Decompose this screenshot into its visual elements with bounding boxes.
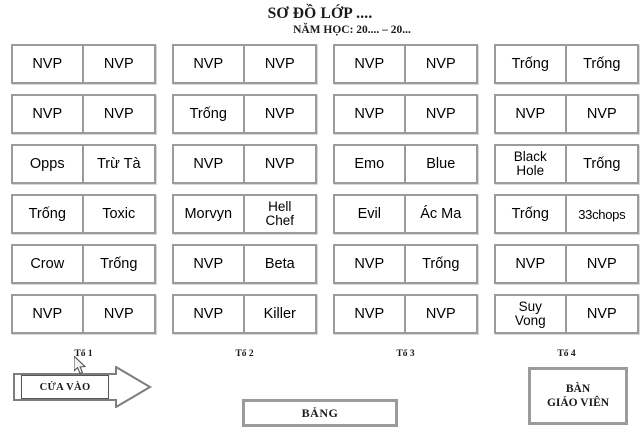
school-year-label: NĂM HỌC: 20.... – 20... xyxy=(293,24,411,36)
seat[interactable]: Ác Ma xyxy=(405,196,476,232)
blackboard: BẢNG xyxy=(242,399,398,427)
seat[interactable]: NVP xyxy=(335,296,406,332)
entrance-arrow: CỬA VÀO xyxy=(12,366,152,408)
seat[interactable]: NVP xyxy=(83,46,154,82)
seat[interactable]: NVP xyxy=(13,96,84,132)
seat[interactable]: Trống xyxy=(566,146,637,182)
seat[interactable]: NVP xyxy=(174,246,245,282)
seat[interactable]: Opps xyxy=(13,146,84,182)
page-title: SƠ ĐỒ LỚP .... xyxy=(267,5,373,22)
seat[interactable]: NVP xyxy=(335,96,406,132)
seat[interactable]: NVP xyxy=(244,46,315,82)
seat[interactable]: NVP xyxy=(244,96,315,132)
seat[interactable]: Blue xyxy=(405,146,476,182)
seat[interactable]: Killer xyxy=(244,296,315,332)
seat[interactable]: Emo xyxy=(335,146,406,182)
seat[interactable]: NVP xyxy=(13,296,84,332)
group-label-1: Tổ 1 xyxy=(74,349,93,359)
seat[interactable]: NVP xyxy=(566,246,637,282)
seat[interactable]: Trống xyxy=(13,196,84,232)
seat[interactable]: Crow xyxy=(13,246,84,282)
group-label-3: Tổ 3 xyxy=(396,349,415,359)
group-label-2: Tổ 2 xyxy=(235,349,254,359)
seat[interactable]: NVP xyxy=(174,296,245,332)
seat[interactable]: Trống xyxy=(496,46,567,82)
seat[interactable]: NVP xyxy=(83,296,154,332)
seat[interactable]: Trống xyxy=(496,196,567,232)
seat[interactable]: Black Hole xyxy=(496,146,567,182)
seat[interactable]: Suy Vong xyxy=(496,296,567,332)
seat[interactable]: NVP xyxy=(496,96,567,132)
seat[interactable]: Toxic xyxy=(83,196,154,232)
seat[interactable]: Hell Chef xyxy=(244,196,315,232)
seat[interactable]: NVP xyxy=(244,146,315,182)
seat[interactable]: NVP xyxy=(335,246,406,282)
seat[interactable]: NVP xyxy=(335,46,406,82)
seat[interactable]: NVP xyxy=(13,46,84,82)
teacher-desk: BÀN GIÁO VIÊN xyxy=(528,367,628,425)
seat[interactable]: Evil xyxy=(335,196,406,232)
seat[interactable]: Trống xyxy=(83,246,154,282)
seat[interactable]: NVP xyxy=(566,296,637,332)
group-label-4: Tổ 4 xyxy=(557,349,576,359)
seat[interactable]: Trừ Tà xyxy=(83,146,154,182)
chart-header: SƠ ĐỒ LỚP .... NĂM HỌC: 20.... – 20... xyxy=(0,0,640,44)
entrance-label: CỬA VÀO xyxy=(21,375,109,399)
teacher-desk-label: BÀN GIÁO VIÊN xyxy=(546,383,610,409)
seat[interactable]: NVP xyxy=(174,146,245,182)
seat[interactable]: NVP xyxy=(566,96,637,132)
blackboard-label: BẢNG xyxy=(301,405,339,420)
seat[interactable]: NVP xyxy=(496,246,567,282)
mouse-cursor-icon xyxy=(74,356,87,375)
seat[interactable]: Trống xyxy=(174,96,245,132)
seat[interactable]: Trống xyxy=(405,246,476,282)
seat[interactable]: 33chops xyxy=(566,196,637,232)
seat[interactable]: NVP xyxy=(405,96,476,132)
seat[interactable]: Morvyn xyxy=(174,196,245,232)
seat[interactable]: NVP xyxy=(83,96,154,132)
seat[interactable]: NVP xyxy=(405,296,476,332)
seat[interactable]: NVP xyxy=(405,46,476,82)
seat[interactable]: NVP xyxy=(174,46,245,82)
seat[interactable]: Trống xyxy=(566,46,637,82)
seat[interactable]: Beta xyxy=(244,246,315,282)
